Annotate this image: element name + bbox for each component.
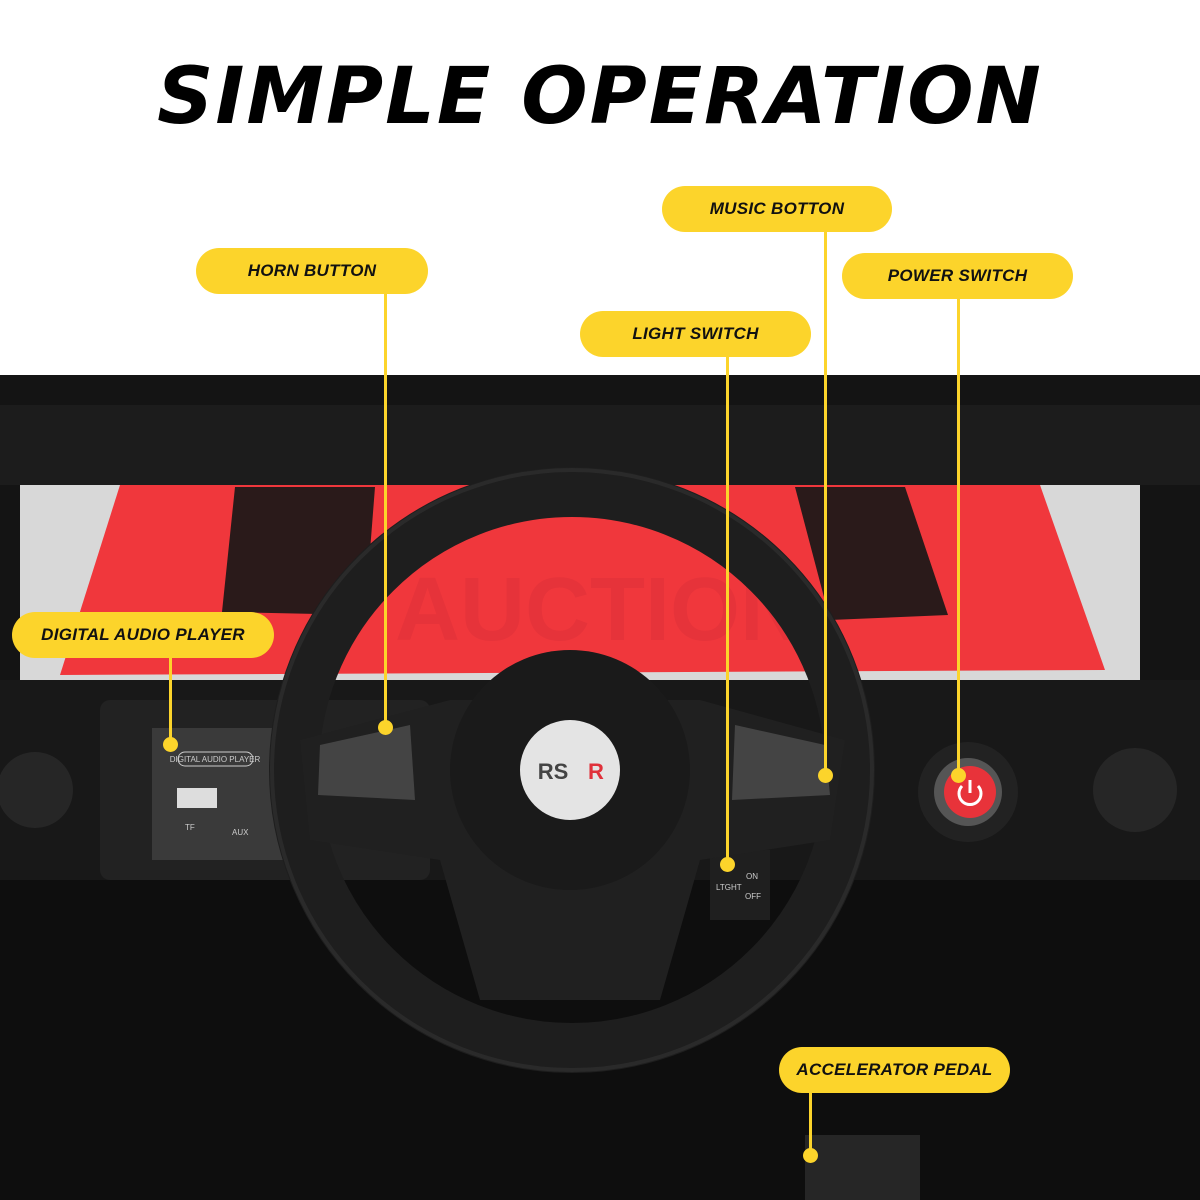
steering-wheel: RS R bbox=[269, 467, 875, 1073]
callout-power-switch: POWER SWITCH bbox=[842, 253, 1073, 299]
svg-text:DIGITAL AUDIO PLAYER: DIGITAL AUDIO PLAYER bbox=[170, 755, 261, 764]
callout-line bbox=[726, 357, 729, 863]
callout-music-button: MUSIC BOTTON bbox=[662, 186, 892, 232]
accelerator-pedal bbox=[805, 1135, 920, 1200]
callout-dot bbox=[720, 857, 735, 872]
callout-accelerator-pedal: ACCELERATOR PEDAL bbox=[779, 1047, 1010, 1093]
callout-dot bbox=[818, 768, 833, 783]
callout-dot bbox=[163, 737, 178, 752]
callout-line bbox=[169, 658, 172, 744]
callout-dot bbox=[803, 1148, 818, 1163]
callout-line bbox=[384, 294, 387, 730]
callout-dot bbox=[951, 768, 966, 783]
usb-port bbox=[177, 788, 217, 808]
page-title: SIMPLE OPERATION bbox=[157, 52, 1043, 142]
callout-horn-button: HORN BUTTON bbox=[196, 248, 428, 294]
callout-line bbox=[809, 1093, 812, 1155]
svg-text:R: R bbox=[588, 759, 604, 784]
callout-line bbox=[824, 232, 827, 772]
callout-line bbox=[957, 299, 960, 773]
svg-text:AUX: AUX bbox=[232, 828, 249, 837]
callout-light-switch: LIGHT SWITCH bbox=[580, 311, 811, 357]
svg-text:TF: TF bbox=[185, 823, 195, 832]
svg-text:OFF: OFF bbox=[745, 892, 761, 901]
svg-text:RS: RS bbox=[538, 759, 569, 784]
music-button-pad bbox=[732, 725, 830, 800]
svg-text:ON: ON bbox=[746, 872, 758, 881]
svg-text:LTGHT: LTGHT bbox=[716, 883, 742, 892]
callout-digital-audio-player: DIGITAL AUDIO PLAYER bbox=[12, 612, 274, 658]
horn-button-pad bbox=[318, 725, 415, 800]
callout-dot bbox=[378, 720, 393, 735]
